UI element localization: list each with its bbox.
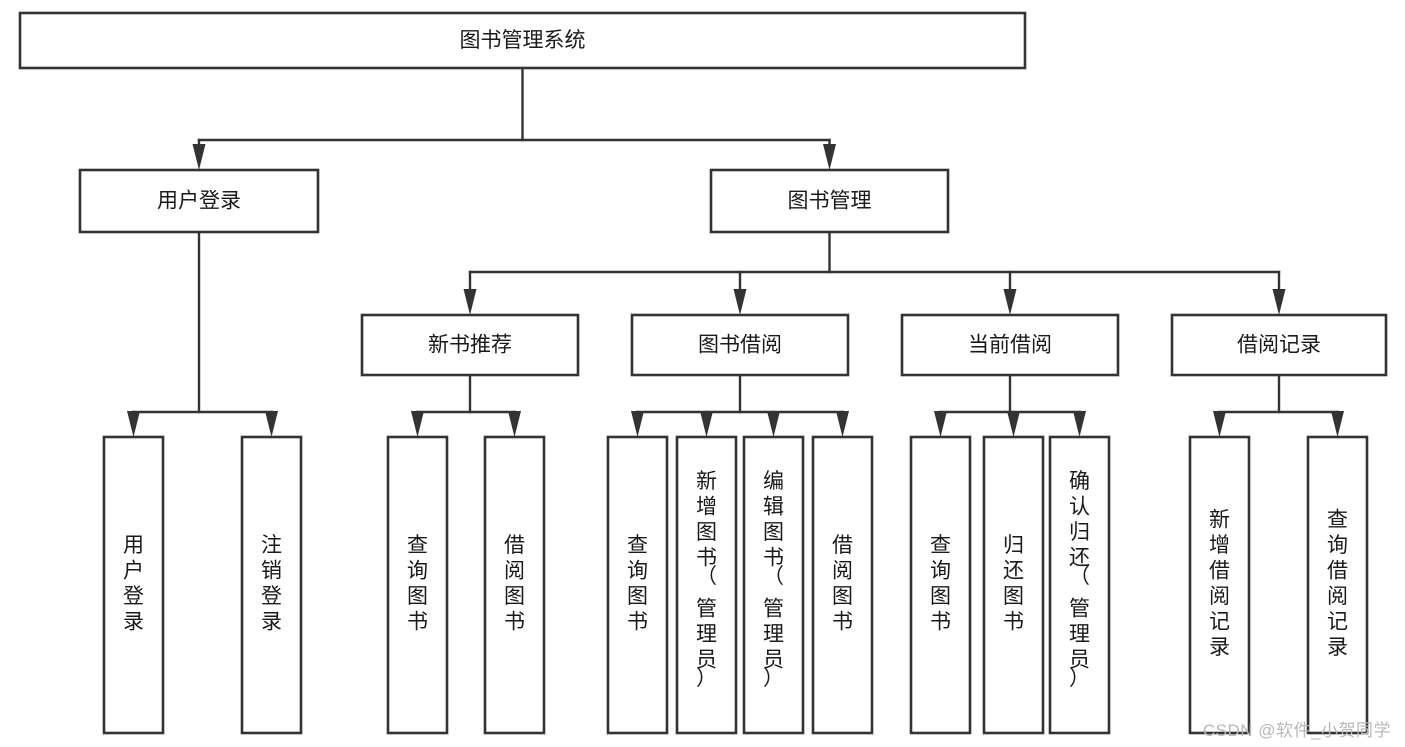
node-box <box>483 435 546 735</box>
arrow-head-icon <box>1073 411 1086 437</box>
arrow-head-icon <box>700 411 713 437</box>
node-box <box>360 313 580 377</box>
node-box <box>630 313 850 377</box>
node-book-borrow[interactable]: 图书借阅 <box>630 313 850 377</box>
node-label: 借阅图书 <box>832 534 853 634</box>
arrow-head-icon <box>1272 289 1286 315</box>
connector-layer <box>127 66 1344 437</box>
node-label: 查询图书 <box>627 534 648 634</box>
node-leaf-return-book[interactable]: 归还图书 <box>982 435 1045 735</box>
node-label: 用户登录 <box>157 190 241 213</box>
node-box <box>1048 435 1111 735</box>
node-box <box>675 435 738 735</box>
node-borrow-record[interactable]: 借阅记录 <box>1170 313 1388 377</box>
arrow-head-icon <box>1007 411 1020 437</box>
node-label: 图书管理 <box>788 190 872 213</box>
node-leaf-query-book-2[interactable]: 查询图书 <box>606 435 669 735</box>
node-new-book-recommend[interactable]: 新书推荐 <box>360 313 580 377</box>
node-label: 查询图书 <box>407 534 428 634</box>
node-leaf-add-book[interactable]: 新增图书（管理员） <box>675 435 738 735</box>
arrow-head-icon <box>836 411 849 437</box>
node-box <box>1170 313 1388 377</box>
node-label: 归还图书 <box>1003 534 1024 634</box>
node-leaf-confirm-return[interactable]: 确认归还（管理员） <box>1048 435 1111 735</box>
node-label: 新增图书（管理员） <box>696 470 717 690</box>
node-leaf-user-login[interactable]: 用户登录 <box>102 435 165 735</box>
node-leaf-edit-book[interactable]: 编辑图书（管理员） <box>742 435 805 735</box>
node-current-borrow[interactable]: 当前借阅 <box>900 313 1120 377</box>
node-label: 图书管理系统 <box>460 29 586 52</box>
node-label: 图书借阅 <box>698 334 782 357</box>
arrow-head-icon <box>463 289 477 315</box>
node-label: 注销登录 <box>261 534 282 634</box>
node-leaf-borrow-book-2[interactable]: 借阅图书 <box>811 435 874 735</box>
arrow-head-icon <box>411 411 424 437</box>
node-leaf-query-record[interactable]: 查询借阅记录 <box>1306 435 1369 735</box>
node-root[interactable]: 图书管理系统 <box>18 11 1027 70</box>
node-label: 借阅记录 <box>1237 334 1321 357</box>
arrow-head-icon <box>767 411 780 437</box>
node-label: 确认归还（管理员） <box>1069 470 1090 690</box>
arrow-head-icon <box>823 144 836 170</box>
node-box <box>18 11 1027 70</box>
node-box <box>742 435 805 735</box>
arrow-head-icon <box>1213 411 1226 437</box>
node-label: 编辑图书（管理员） <box>763 470 784 690</box>
node-box <box>709 168 950 234</box>
node-label: 查询借阅记录 <box>1327 508 1348 659</box>
node-leaf-add-record[interactable]: 新增借阅记录 <box>1188 435 1251 735</box>
arrow-head-icon <box>127 411 140 437</box>
node-label: 新书推荐 <box>428 334 512 357</box>
node-label: 用户登录 <box>123 534 144 634</box>
arrow-head-icon <box>733 289 747 315</box>
node-box <box>982 435 1045 735</box>
arrow-head-icon <box>631 411 644 437</box>
arrow-head-icon <box>192 144 206 170</box>
node-label: 查询图书 <box>930 534 951 634</box>
arrow-head-icon <box>508 411 521 437</box>
node-box <box>811 435 874 735</box>
node-box <box>900 313 1120 377</box>
node-leaf-query-book-1[interactable]: 查询图书 <box>386 435 449 735</box>
node-box <box>240 435 303 735</box>
node-label: 当前借阅 <box>968 334 1052 357</box>
node-box <box>606 435 669 735</box>
node-leaf-query-book-3[interactable]: 查询图书 <box>909 435 972 735</box>
node-user-login[interactable]: 用户登录 <box>78 168 320 234</box>
node-box <box>386 435 449 735</box>
node-box <box>909 435 972 735</box>
node-box <box>1306 435 1369 735</box>
node-label: 借阅图书 <box>504 534 525 634</box>
node-box <box>102 435 165 735</box>
node-leaf-borrow-book-1[interactable]: 借阅图书 <box>483 435 546 735</box>
arrow-head-icon <box>265 411 278 437</box>
node-label: 新增借阅记录 <box>1209 508 1230 659</box>
arrow-head-icon <box>1003 289 1017 315</box>
arrow-head-icon <box>934 411 947 437</box>
node-book-manage[interactable]: 图书管理 <box>709 168 950 234</box>
node-box <box>1188 435 1251 735</box>
node-leaf-logout[interactable]: 注销登录 <box>240 435 303 735</box>
arrow-head-icon <box>1331 411 1344 437</box>
node-layer: 图书管理系统用户登录图书管理新书推荐图书借阅当前借阅借阅记录用户登录注销登录查询… <box>18 11 1388 735</box>
node-box <box>78 168 320 234</box>
